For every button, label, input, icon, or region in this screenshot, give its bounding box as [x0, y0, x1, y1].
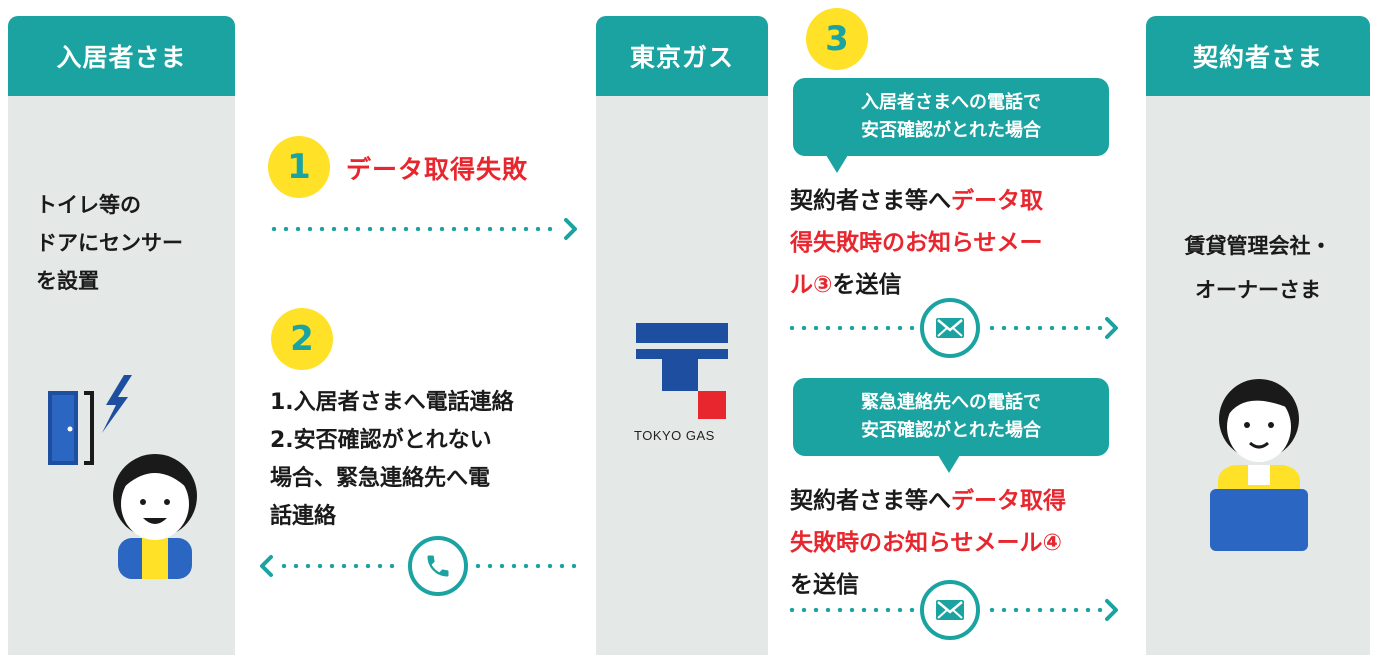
arrow-3b-dots-right — [986, 608, 1104, 612]
arrow-3a-head — [1105, 317, 1118, 339]
arrow-3b-head — [1105, 599, 1118, 621]
bubble-emergency-confirmed: 緊急連絡先への電話で 安否確認がとれた場合 — [793, 378, 1109, 456]
arrow-1-dots — [268, 227, 560, 231]
arrow-1-head — [564, 218, 577, 240]
contractor-column: 契約者さま 賃貸管理会社・ オーナーさま — [1146, 16, 1370, 655]
resident-header: 入居者さま — [8, 16, 235, 96]
step-2-badge: 2 — [271, 308, 333, 370]
resident-person-icon — [113, 454, 197, 579]
arrow-3a-dots-right — [986, 326, 1104, 330]
arrow-2-head — [260, 555, 273, 577]
arrow-3a-dots-left — [786, 326, 916, 330]
contractor-person-icon — [1210, 379, 1308, 551]
message-b: 契約者さま等へデータ取得 失敗時のお知らせメール④ を送信 — [790, 488, 1066, 598]
tokyogas-logo — [636, 323, 728, 419]
arrow-2-dots-left — [278, 564, 402, 568]
tokyogas-column: 東京ガス TOKYO GAS — [596, 16, 768, 655]
resident-column: 入居者さま トイレ等の ドアにセンサー を設置 — [8, 16, 235, 655]
bubble-tail-a — [826, 155, 848, 173]
arrow-2-dots-right — [472, 564, 576, 568]
arrow-3b-dots-left — [786, 608, 916, 612]
mail-icon-a — [920, 298, 980, 358]
contractor-header: 契約者さま — [1146, 16, 1370, 96]
step-3-badge: 3 — [806, 8, 868, 70]
tokyogas-header: 東京ガス — [596, 16, 768, 96]
step-2-text: 1.入居者さまへ電話連絡 2.安否確認がとれない 場合、緊急連絡先へ電 話連絡 — [270, 390, 514, 529]
mail-icon-b — [920, 580, 980, 640]
contractor-description: 賃貸管理会社・ オーナーさま — [1184, 234, 1332, 302]
door-sensor-icon — [48, 375, 132, 465]
bubble-tail-b — [938, 455, 960, 473]
message-a: 契約者さま等へデータ取 得失敗時のお知らせメー ル③を送信 — [790, 188, 1043, 298]
resident-description: トイレ等の ドアにセンサー を設置 — [36, 193, 183, 293]
step-1-badge: 1 — [268, 136, 330, 198]
bubble-resident-confirmed: 入居者さまへの電話で 安否確認がとれた場合 — [793, 78, 1109, 156]
phone-icon — [408, 536, 468, 596]
tokyogas-logo-text: TOKYO GAS — [634, 428, 715, 443]
step-1-title: データ取得失敗 — [346, 155, 529, 184]
